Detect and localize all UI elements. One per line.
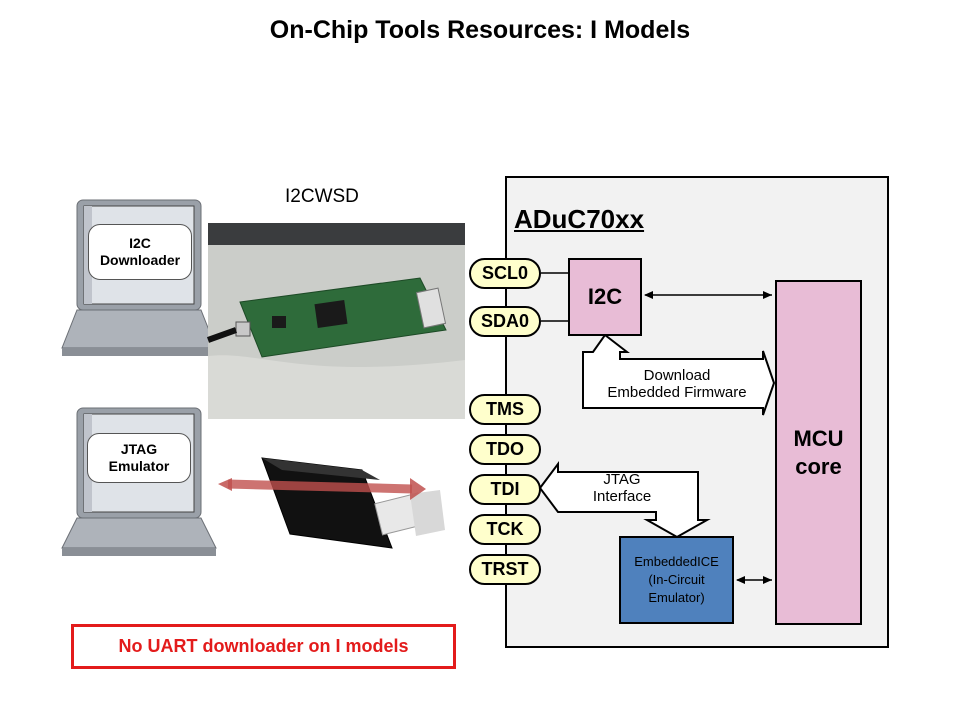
download-callout-text: Download Embedded Firmware — [607, 367, 747, 401]
i2cwsd-board-photo — [206, 223, 465, 419]
pin-scl0: SCL0 — [469, 258, 541, 289]
pin-tck: TCK — [469, 514, 541, 545]
download-callout-arrow — [582, 333, 776, 416]
page-title: On-Chip Tools Resources: I Models — [269, 16, 691, 44]
i2c-block: I2C — [568, 258, 642, 336]
jlink-probe-photo — [218, 457, 445, 549]
pin-tdo: TDO — [469, 434, 541, 465]
embedded-ice-block: EmbeddedICE (In-Circuit Emulator) — [619, 536, 734, 624]
warning-box: No UART downloader on I models — [71, 624, 456, 669]
mcu-core-block: MCU core — [775, 280, 862, 625]
i2c-downloader-label: I2C Downloader — [88, 224, 192, 280]
jtag-emulator-label: JTAG Emulator — [87, 433, 191, 483]
jtag-callout-arrow — [538, 461, 711, 539]
chip-name: ADuC70xx — [514, 204, 645, 234]
pin-trst: TRST — [469, 554, 541, 585]
pin-sda0: SDA0 — [469, 306, 541, 337]
pin-tms: TMS — [469, 394, 541, 425]
jtag-callout-text: JTAG Interface — [592, 471, 652, 505]
cable-label: I2CWSD — [285, 186, 359, 207]
